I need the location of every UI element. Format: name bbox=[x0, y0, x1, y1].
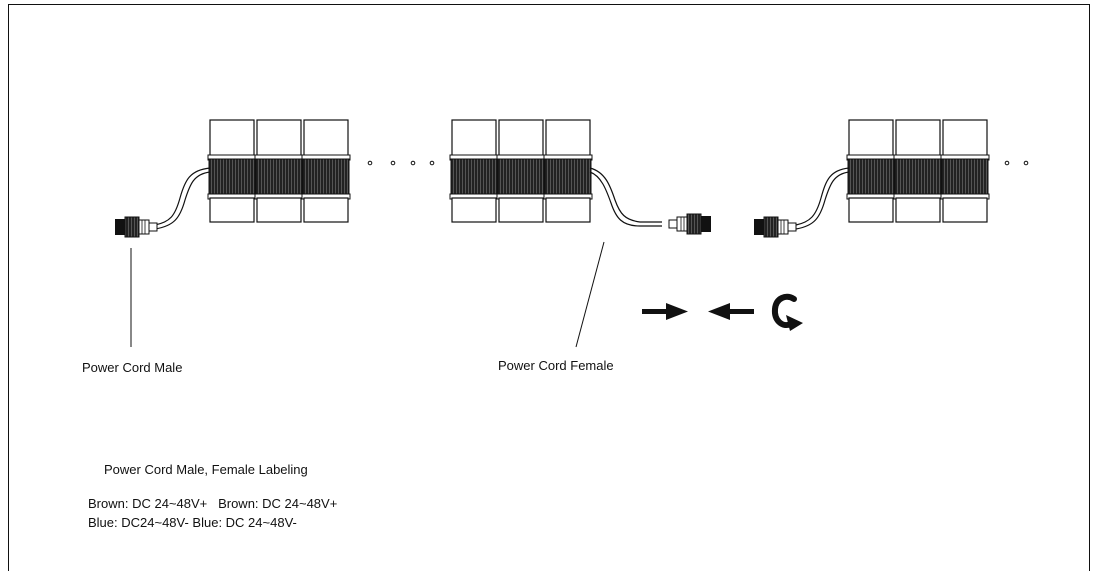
power-cord-female-label: Power Cord Female bbox=[498, 358, 614, 373]
arrow-right-icon bbox=[642, 303, 688, 320]
module-group-3 bbox=[846, 119, 990, 223]
continuation-dots-1 bbox=[367, 160, 435, 166]
power-cord-male-cable-2 bbox=[795, 167, 850, 230]
module-group-1 bbox=[207, 119, 351, 223]
power-cord-male-connector-2 bbox=[753, 216, 797, 238]
legend-row-blue: Blue: DC24~48V- Blue: DC 24~48V- bbox=[88, 515, 297, 530]
power-cord-male-connector-1 bbox=[114, 216, 158, 238]
power-cord-male-label: Power Cord Male bbox=[82, 360, 183, 375]
leader-line-female bbox=[575, 241, 605, 348]
legend-title: Power Cord Male, Female Labeling bbox=[104, 462, 308, 477]
rotate-icon bbox=[771, 293, 803, 331]
continuation-dots-2 bbox=[1004, 160, 1029, 166]
power-cord-female-cable bbox=[589, 167, 662, 227]
module-group-2 bbox=[449, 119, 593, 223]
legend-row-brown: Brown: DC 24~48V+ Brown: DC 24~48V+ bbox=[88, 496, 338, 511]
arrow-left-icon bbox=[708, 303, 754, 320]
power-cord-male-cable-1 bbox=[154, 167, 211, 230]
power-cord-female-connector bbox=[668, 213, 712, 235]
